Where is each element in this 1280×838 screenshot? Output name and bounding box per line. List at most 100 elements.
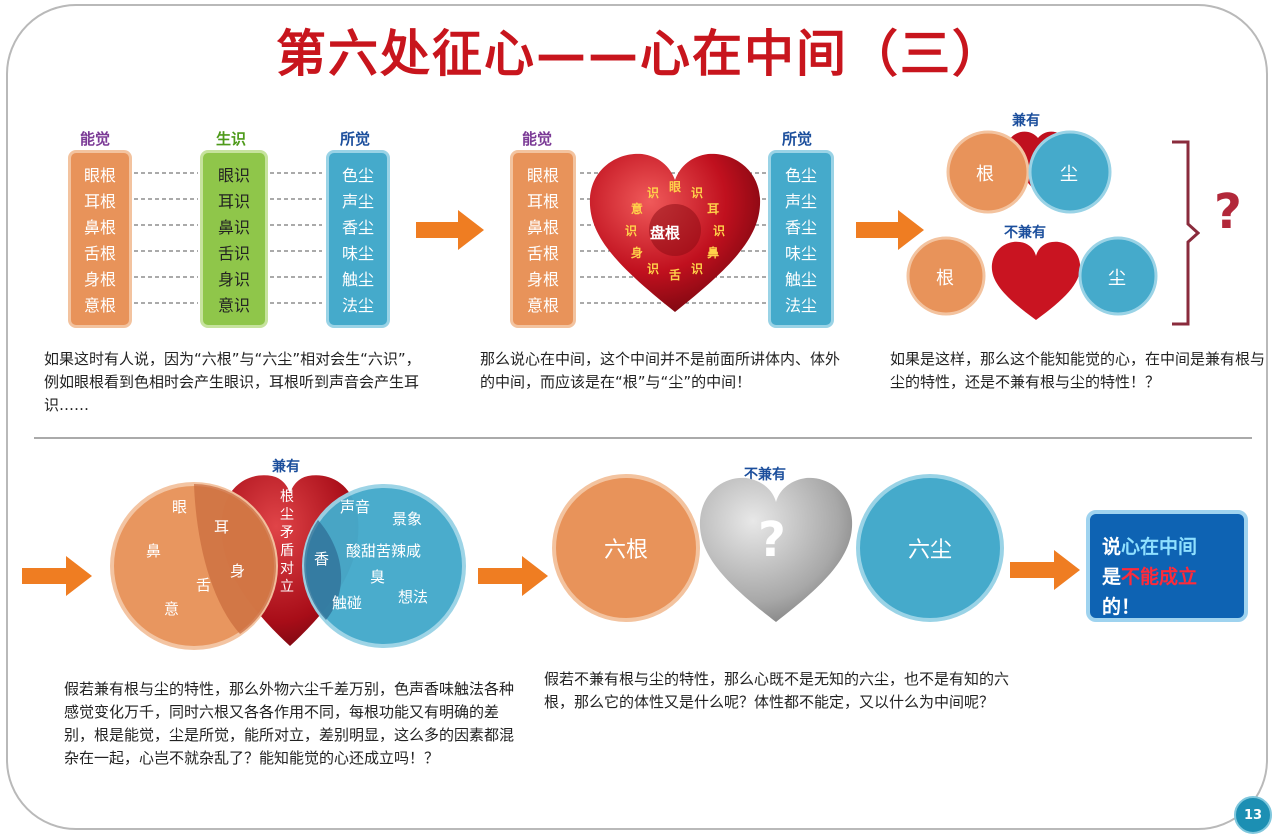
heart-ring-char: 识 — [691, 185, 704, 200]
consciousness-label: 鼻识 — [217, 218, 250, 237]
arrow-right-icon — [416, 210, 484, 250]
root-label: 身根 — [83, 270, 116, 289]
dust-label: 声尘 — [784, 192, 817, 211]
root-label: 意根 — [83, 296, 116, 315]
panel4-right-word: 臭 — [370, 568, 386, 586]
slide-title: 第六处征心——心在中间（三） — [276, 24, 1004, 83]
panel5-caption: 假若不兼有根与尘的特性，那么心既不是无知的六尘，也不是有知的六根，那么它的体性又… — [544, 670, 1010, 711]
panel1-consciousness-column: 眼识 耳识 鼻识 舌识 身识 意识 — [200, 150, 268, 328]
panel4-right-word: 香 — [314, 550, 330, 568]
dust-label: 法尘 — [784, 296, 817, 315]
bracket-icon — [1172, 140, 1200, 326]
heart-ring-char: 眼 — [669, 180, 682, 194]
heart-ring-char: 舌 — [669, 268, 682, 282]
panel3-dust-bottom: 尘 — [1108, 268, 1126, 289]
dust-label: 法尘 — [341, 296, 374, 315]
conclusion-line2-prefix: 是 — [1102, 566, 1122, 588]
heart-center-label: 盘根 — [650, 224, 681, 242]
page-number: 13 — [1234, 796, 1272, 834]
heart-ring-char: 鼻 — [707, 246, 720, 260]
slide-frame — [6, 4, 1268, 830]
panel2-header-right: 所觉 — [782, 130, 813, 148]
root-label: 耳根 — [526, 192, 559, 211]
conclusion-line1-highlight: 心在中间 — [1121, 536, 1198, 558]
panel4-left-word: 身 — [230, 562, 246, 580]
heart-icon — [699, 477, 853, 622]
panel4-left-word: 舌 — [196, 576, 212, 594]
conclusion-line2-highlight: 不能成立 — [1121, 566, 1198, 588]
conclusion-line1-prefix: 说 — [1102, 536, 1122, 558]
root-label: 眼根 — [526, 166, 559, 185]
arrow-right-icon — [856, 210, 924, 250]
panel2-dusts-column: 色尘 声尘 香尘 味尘 触尘 法尘 — [768, 150, 834, 328]
panel2-header-left: 能觉 — [522, 130, 553, 148]
dust-label: 味尘 — [341, 244, 374, 263]
panel1-roots-column: 眼根 耳根 鼻根 舌根 身根 意根 — [68, 150, 132, 328]
conclusion-box: 说心在中间 是不能成立的！ — [1086, 510, 1248, 622]
heart-ring-char: 识 — [625, 224, 638, 238]
panel1-header-left: 能觉 — [80, 130, 111, 148]
heart-ring-char: 识 — [691, 262, 704, 277]
arrow-right-icon — [22, 556, 92, 596]
heart-ring-char: 识 — [647, 262, 660, 277]
arrow-right-icon — [478, 556, 548, 596]
arrow-right-icon — [1010, 550, 1080, 590]
consciousness-label: 身识 — [217, 270, 250, 289]
panel2-roots-column: 眼根 耳根 鼻根 舌根 身根 意根 — [510, 150, 576, 328]
panel3-root-bottom: 根 — [936, 268, 954, 289]
panel5-dusts-circle: 六尘 — [856, 474, 1004, 622]
question-mark-icon: ? — [758, 512, 786, 568]
heart-ring-char: 识 — [713, 224, 726, 238]
dust-label: 味尘 — [784, 244, 817, 263]
panel3-root-top: 根 — [976, 164, 994, 185]
panel1-header-right: 所觉 — [340, 130, 371, 148]
panel3-caption: 如果是这样，那么这个能知能觉的心，在中间是兼有根与尘的特性，还是不兼有根与尘的特… — [890, 350, 1266, 391]
panel4-right-word: 景象 — [392, 510, 423, 528]
root-label: 舌根 — [83, 244, 116, 263]
dust-label: 声尘 — [341, 192, 374, 211]
panel4-left-word: 鼻 — [146, 542, 162, 560]
dust-label: 香尘 — [784, 218, 817, 237]
panel4-caption: 假若兼有根与尘的特性，那么外物六尘千差万别，色声香味触法各种感觉变化万千，同时六… — [64, 680, 515, 767]
heart-ring-char: 耳 — [707, 202, 720, 216]
heart-ring-char: 识 — [647, 185, 660, 200]
root-label: 舌根 — [526, 244, 559, 263]
root-label: 身根 — [526, 270, 559, 289]
consciousness-label: 舌识 — [217, 244, 250, 263]
panel4-right-word: 触碰 — [332, 594, 363, 612]
panel5-roots-circle: 六根 — [552, 474, 700, 622]
panel3-label-top: 兼有 — [1012, 113, 1040, 129]
question-mark-icon: ? — [1214, 184, 1242, 240]
consciousness-label: 耳识 — [217, 192, 250, 211]
dust-label: 色尘 — [341, 166, 374, 185]
root-label: 耳根 — [83, 192, 116, 211]
panel4-left-word: 耳 — [214, 518, 230, 536]
conclusion-line2-suffix: 的！ — [1102, 596, 1141, 618]
panel4-left-word: 意 — [164, 600, 180, 618]
heart-ring-char: 意 — [630, 202, 643, 216]
heart-icon — [589, 153, 761, 312]
dust-label: 香尘 — [341, 218, 374, 237]
panel1-dusts-column: 色尘 声尘 香尘 味尘 触尘 法尘 — [326, 150, 390, 328]
panel4-heart-text: 根尘矛盾对立 — [280, 489, 294, 595]
panel4-label: 兼有 — [272, 459, 300, 475]
panel4-right-word: 声音 — [340, 498, 371, 516]
consciousness-label: 眼识 — [217, 166, 250, 185]
dust-label: 触尘 — [341, 270, 374, 289]
dust-label: 色尘 — [784, 166, 817, 185]
panel3-overlap-group — [946, 130, 1112, 214]
panel3-separate-group — [906, 236, 1158, 320]
consciousness-label: 意识 — [217, 296, 250, 315]
panel3-dust-top: 尘 — [1060, 164, 1078, 185]
panel2-caption: 那么说心在中间，这个中间并不是前面所讲体内、体外的中间，而应该是在“根”与“尘”… — [480, 350, 841, 391]
panel5-label: 不兼有 — [744, 467, 786, 483]
root-label: 眼根 — [83, 166, 116, 185]
root-label: 意根 — [526, 296, 559, 315]
panel3-label-bottom: 不兼有 — [1004, 225, 1046, 241]
panel4-right-word: 酸甜苦辣咸 — [346, 542, 422, 560]
dust-label: 触尘 — [784, 270, 817, 289]
panel4-overlap-group — [110, 475, 466, 650]
root-label: 鼻根 — [526, 218, 559, 237]
panel1-header-mid: 生识 — [216, 130, 247, 148]
panel4-right-word: 想法 — [398, 588, 429, 606]
